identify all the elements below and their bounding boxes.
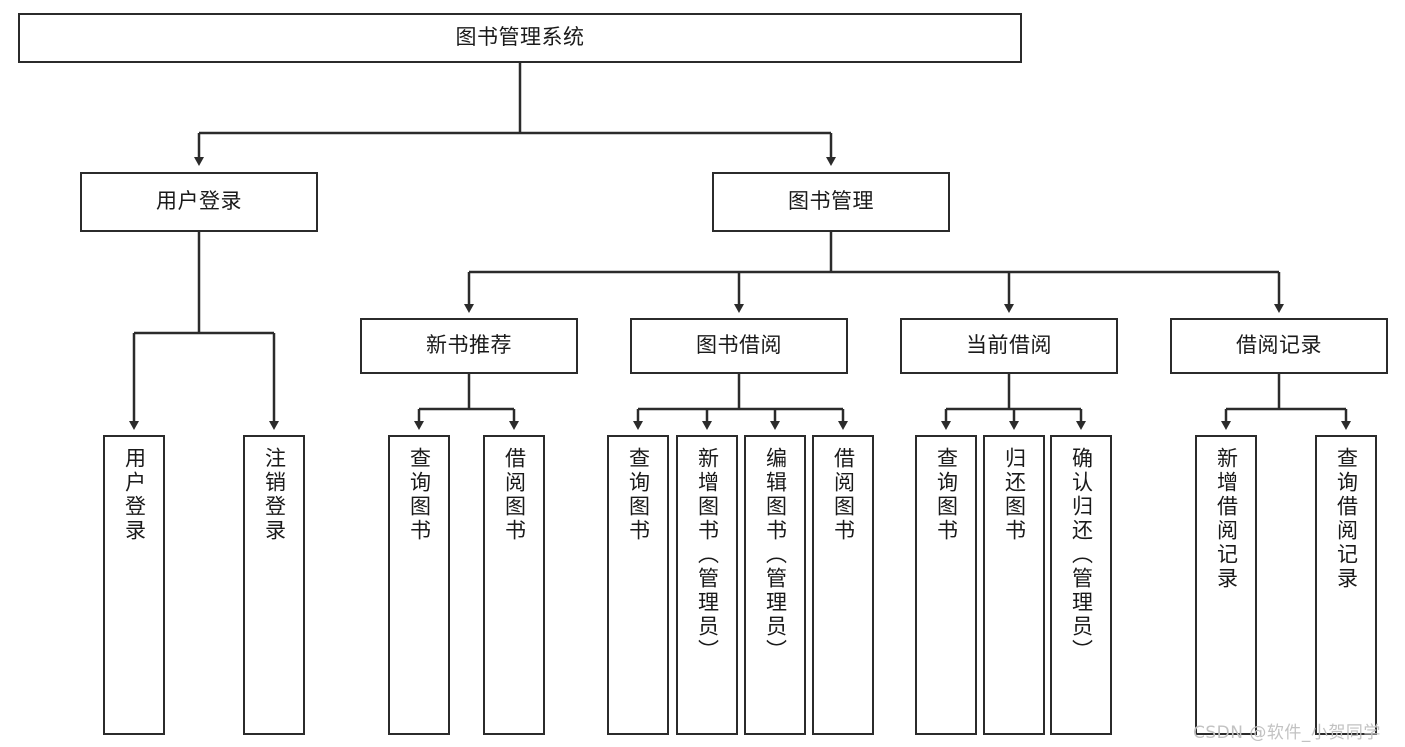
leaf-add-book[interactable]: 新增图书（管理员）	[676, 435, 738, 735]
leaf-edit-book-label: 编辑图书（管理员）	[763, 447, 788, 663]
node-current-borrow-label: 当前借阅	[966, 333, 1052, 358]
node-book-borrow[interactable]: 图书借阅	[630, 318, 848, 374]
leaf-query-book-2[interactable]: 查询图书	[607, 435, 669, 735]
leaf-return-book-label: 归还图书	[1002, 447, 1027, 543]
leaf-confirm-return-label: 确认归还（管理员）	[1069, 447, 1094, 663]
leaf-user-login-label: 用户登录	[122, 447, 147, 543]
node-root[interactable]: 图书管理系统	[18, 13, 1022, 63]
node-new-book-recommend[interactable]: 新书推荐	[360, 318, 578, 374]
leaf-return-book[interactable]: 归还图书	[983, 435, 1045, 735]
leaf-query-book-3-label: 查询图书	[934, 447, 959, 543]
leaf-query-record[interactable]: 查询借阅记录	[1315, 435, 1377, 735]
leaf-logout-label: 注销登录	[262, 447, 287, 543]
leaf-borrow-book-1-label: 借阅图书	[502, 447, 527, 543]
node-current-borrow[interactable]: 当前借阅	[900, 318, 1118, 374]
node-user-login[interactable]: 用户登录	[80, 172, 318, 232]
leaf-query-book-3[interactable]: 查询图书	[915, 435, 977, 735]
leaf-query-book-1-label: 查询图书	[407, 447, 432, 543]
leaf-query-book-1[interactable]: 查询图书	[388, 435, 450, 735]
leaf-add-book-label: 新增图书（管理员）	[695, 447, 720, 663]
leaf-borrow-book-2-label: 借阅图书	[831, 447, 856, 543]
leaf-borrow-book-2[interactable]: 借阅图书	[812, 435, 874, 735]
leaf-borrow-book-1[interactable]: 借阅图书	[483, 435, 545, 735]
leaf-query-record-label: 查询借阅记录	[1334, 447, 1359, 591]
leaf-add-record-label: 新增借阅记录	[1214, 447, 1239, 591]
node-root-label: 图书管理系统	[455, 25, 585, 50]
node-book-borrow-label: 图书借阅	[696, 333, 782, 358]
node-borrow-record-label: 借阅记录	[1236, 333, 1322, 358]
node-book-manage[interactable]: 图书管理	[712, 172, 950, 232]
leaf-user-login[interactable]: 用户登录	[103, 435, 165, 735]
node-user-login-label: 用户登录	[156, 189, 242, 214]
leaf-logout[interactable]: 注销登录	[243, 435, 305, 735]
node-new-book-recommend-label: 新书推荐	[426, 333, 512, 358]
csdn-watermark: CSDN @软件_小贺同学	[1193, 723, 1381, 743]
leaf-query-book-2-label: 查询图书	[626, 447, 651, 543]
leaf-confirm-return[interactable]: 确认归还（管理员）	[1050, 435, 1112, 735]
node-book-manage-label: 图书管理	[788, 189, 874, 214]
leaf-edit-book[interactable]: 编辑图书（管理员）	[744, 435, 806, 735]
leaf-add-record[interactable]: 新增借阅记录	[1195, 435, 1257, 735]
node-borrow-record[interactable]: 借阅记录	[1170, 318, 1388, 374]
